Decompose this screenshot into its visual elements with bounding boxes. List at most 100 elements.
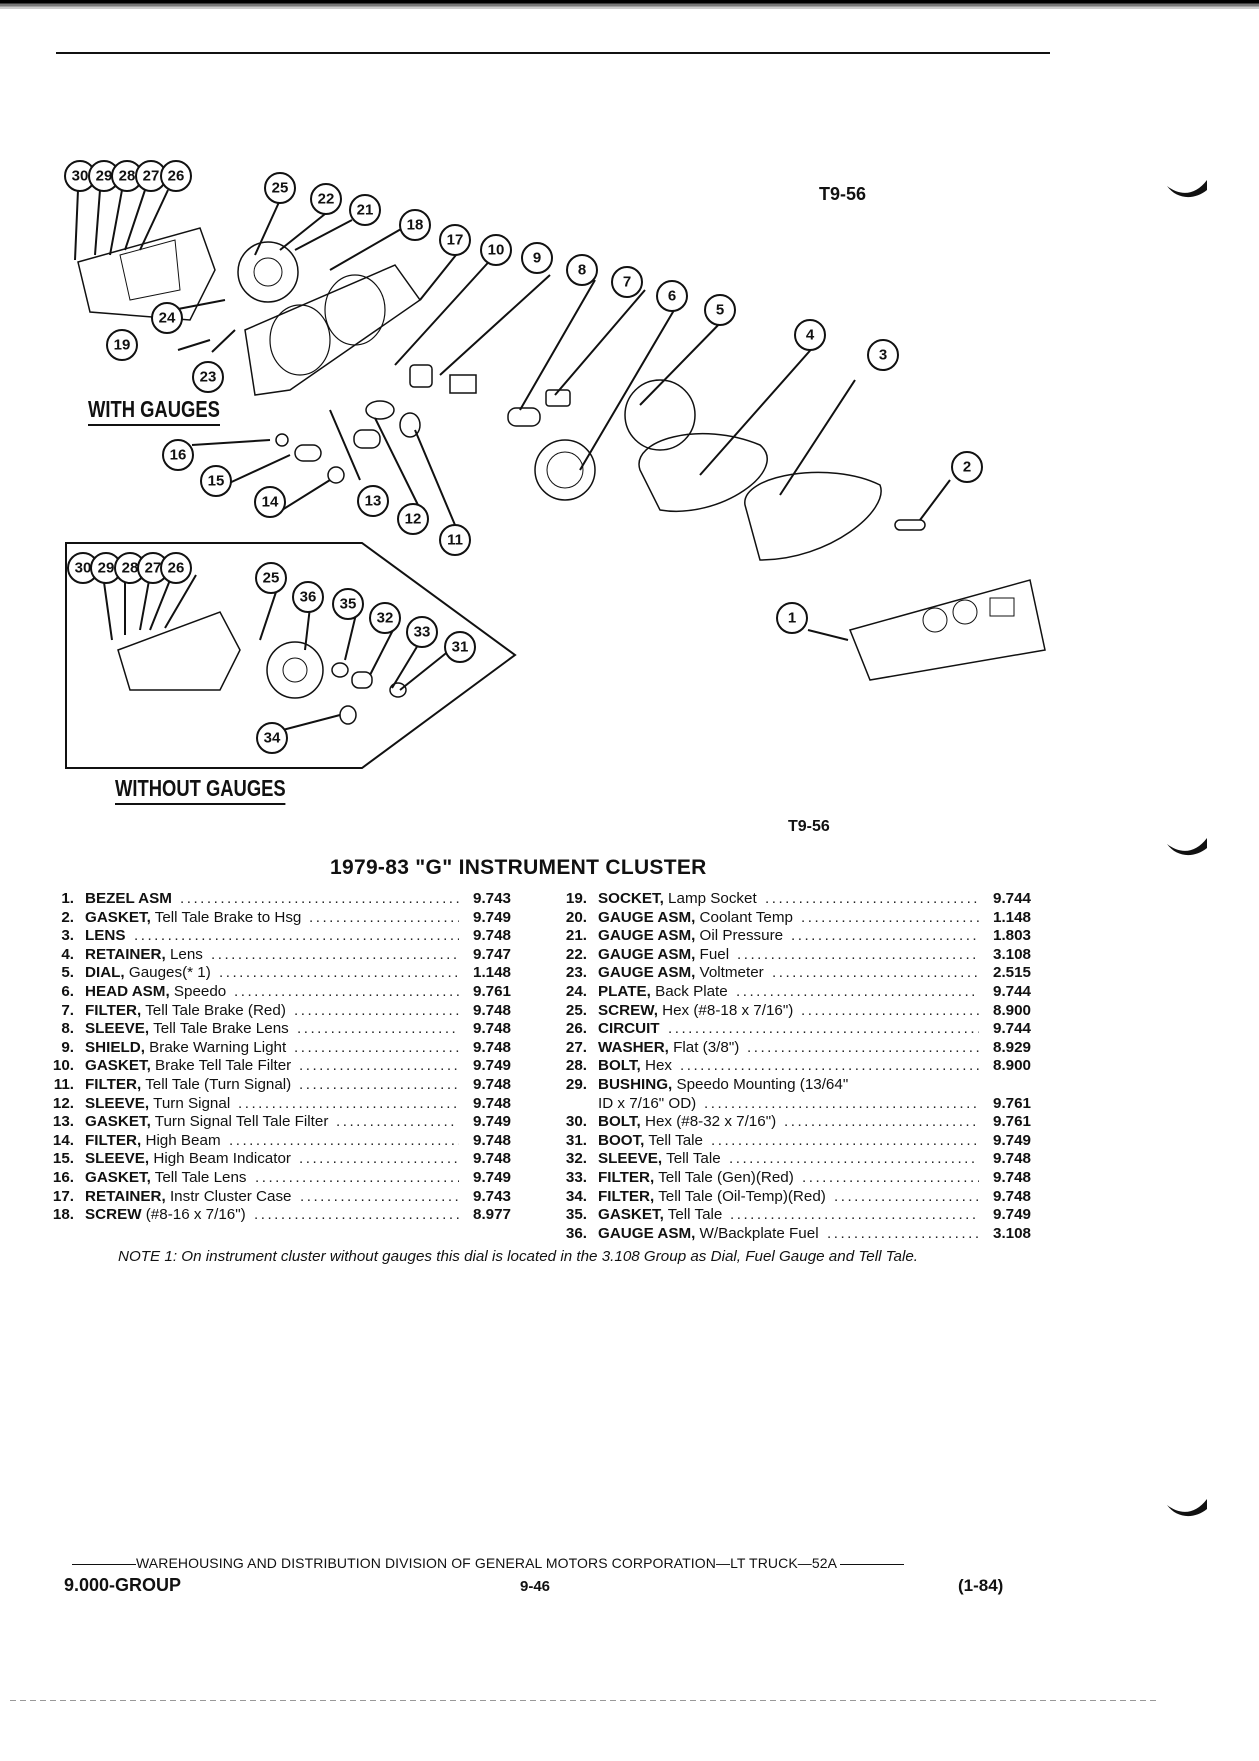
dot-leader: ........................ bbox=[299, 1150, 459, 1168]
callout-4: 4 bbox=[806, 327, 815, 344]
punch-mark bbox=[1167, 180, 1207, 198]
punch-mark bbox=[1167, 838, 1207, 856]
callout-15: 15 bbox=[208, 473, 225, 490]
callout-wo-31: 31 bbox=[452, 639, 469, 656]
callout-13: 13 bbox=[365, 493, 382, 510]
dot-leader: ........................ bbox=[297, 1020, 459, 1038]
dot-leader: ........................ bbox=[299, 1075, 459, 1093]
dot-leader: ..................................... bbox=[737, 945, 979, 963]
parts-row: 11.FILTER, Tell Tale (Turn Signal)9.748.… bbox=[53, 1075, 512, 1093]
callout-wo-29: 29 bbox=[98, 560, 115, 577]
dot-leader: ........................... bbox=[801, 908, 979, 926]
dot-leader: ........................................… bbox=[668, 1020, 979, 1038]
callout-1: 1 bbox=[788, 610, 796, 627]
callout-3: 3 bbox=[879, 347, 887, 364]
callout-14: 14 bbox=[262, 494, 279, 511]
footer-division: WAREHOUSING AND DISTRIBUTION DIVISION OF… bbox=[72, 1555, 905, 1571]
dot-leader: ............................ bbox=[791, 927, 979, 945]
dot-leader: ......................... bbox=[294, 1038, 459, 1056]
callout-18: 18 bbox=[407, 217, 424, 234]
parts-row: 30.BOLT, Hex (#8-32 x 7/16")9.761.......… bbox=[565, 1113, 1032, 1131]
parts-row: 7.FILTER, Tell Tale Brake (Red)9.748....… bbox=[61, 1001, 512, 1019]
parts-row: 33.FILTER, Tell Tale (Gen)(Red)9.748....… bbox=[565, 1168, 1032, 1186]
exploded-diagram: 30 29 28 27 26 25 22 21 18 17 10 9 8 7 6… bbox=[64, 160, 1046, 769]
dot-leader: ........................ bbox=[299, 1057, 459, 1075]
punch-mark bbox=[1167, 1499, 1207, 1517]
callout-2: 2 bbox=[963, 459, 971, 476]
callout-29: 29 bbox=[96, 168, 113, 185]
header-rule bbox=[56, 52, 1050, 54]
callout-17: 17 bbox=[447, 232, 464, 249]
dot-leader: ...................................... bbox=[211, 945, 459, 963]
callout-5: 5 bbox=[716, 302, 724, 319]
callout-wo-35: 35 bbox=[340, 596, 357, 613]
figure-code-mid: T9-56 bbox=[788, 818, 830, 835]
dot-leader: ........................................… bbox=[711, 1131, 979, 1149]
callout-wo-33: 33 bbox=[414, 624, 431, 641]
callout-12: 12 bbox=[405, 511, 422, 528]
footer-page-number: 9-46 bbox=[520, 1578, 551, 1595]
callout-24: 24 bbox=[159, 310, 176, 327]
dot-leader: ........................................… bbox=[134, 927, 459, 945]
parts-row: 18.SCREW (#8-16 x 7/16")8.977...........… bbox=[52, 1206, 512, 1224]
callout-wo-27: 27 bbox=[145, 560, 162, 577]
parts-row: 34.FILTER, Tell Tale (Oil-Temp)(Red)9.74… bbox=[565, 1187, 1032, 1205]
dot-leader: ............................... bbox=[254, 1206, 459, 1224]
dot-leader: ................................... bbox=[229, 1131, 459, 1149]
dot-leader: .............................. bbox=[784, 1113, 979, 1131]
callout-26: 26 bbox=[168, 168, 185, 185]
dot-leader: ..................................... bbox=[736, 982, 979, 1000]
dot-leader: ...................... bbox=[834, 1187, 979, 1205]
dot-leader: ...................................... bbox=[730, 1206, 979, 1224]
callout-wo-28: 28 bbox=[122, 560, 139, 577]
footer-date: (1-84) bbox=[958, 1576, 1004, 1595]
callout-8: 8 bbox=[578, 262, 586, 279]
dot-leader: ....................... bbox=[827, 1224, 979, 1242]
dot-leader: ...................................... bbox=[729, 1150, 979, 1168]
callout-11: 11 bbox=[447, 532, 463, 549]
section-label-with-gauges: WITH GAUGES bbox=[88, 396, 220, 426]
parts-row: ID x 7/16" OD)9.761.....................… bbox=[598, 1094, 1032, 1112]
footer-group: 9.000-GROUP bbox=[64, 1575, 182, 1595]
callout-16: 16 bbox=[170, 447, 187, 464]
dot-leader: ........................ bbox=[300, 1187, 459, 1205]
callout-7: 7 bbox=[623, 274, 631, 291]
dot-leader: ................................ bbox=[765, 890, 979, 907]
parts-row: 29.BUSHING, Speedo Mounting (13/64" bbox=[565, 1075, 849, 1093]
callout-25: 25 bbox=[272, 180, 289, 197]
callout-wo-36: 36 bbox=[300, 589, 317, 606]
dot-leader: ............................... bbox=[772, 964, 979, 982]
scan-bottom-line bbox=[10, 1700, 1160, 1701]
callout-6: 6 bbox=[668, 288, 676, 305]
callout-wo-25: 25 bbox=[263, 570, 280, 587]
parts-row: 25.SCREW, Hex (#8-18 x 7/16")8.900......… bbox=[565, 1001, 1032, 1019]
callout-9: 9 bbox=[533, 250, 541, 267]
callout-wo-30: 30 bbox=[75, 560, 92, 577]
scan-top-edge bbox=[0, 0, 1259, 9]
dot-leader: .................................... bbox=[219, 964, 459, 982]
dot-leader: ............................... bbox=[255, 1168, 459, 1186]
callout-23: 23 bbox=[200, 369, 217, 386]
callout-30: 30 bbox=[72, 168, 89, 185]
dot-leader: ........................... bbox=[802, 1168, 979, 1186]
callout-wo-26: 26 bbox=[168, 560, 185, 577]
